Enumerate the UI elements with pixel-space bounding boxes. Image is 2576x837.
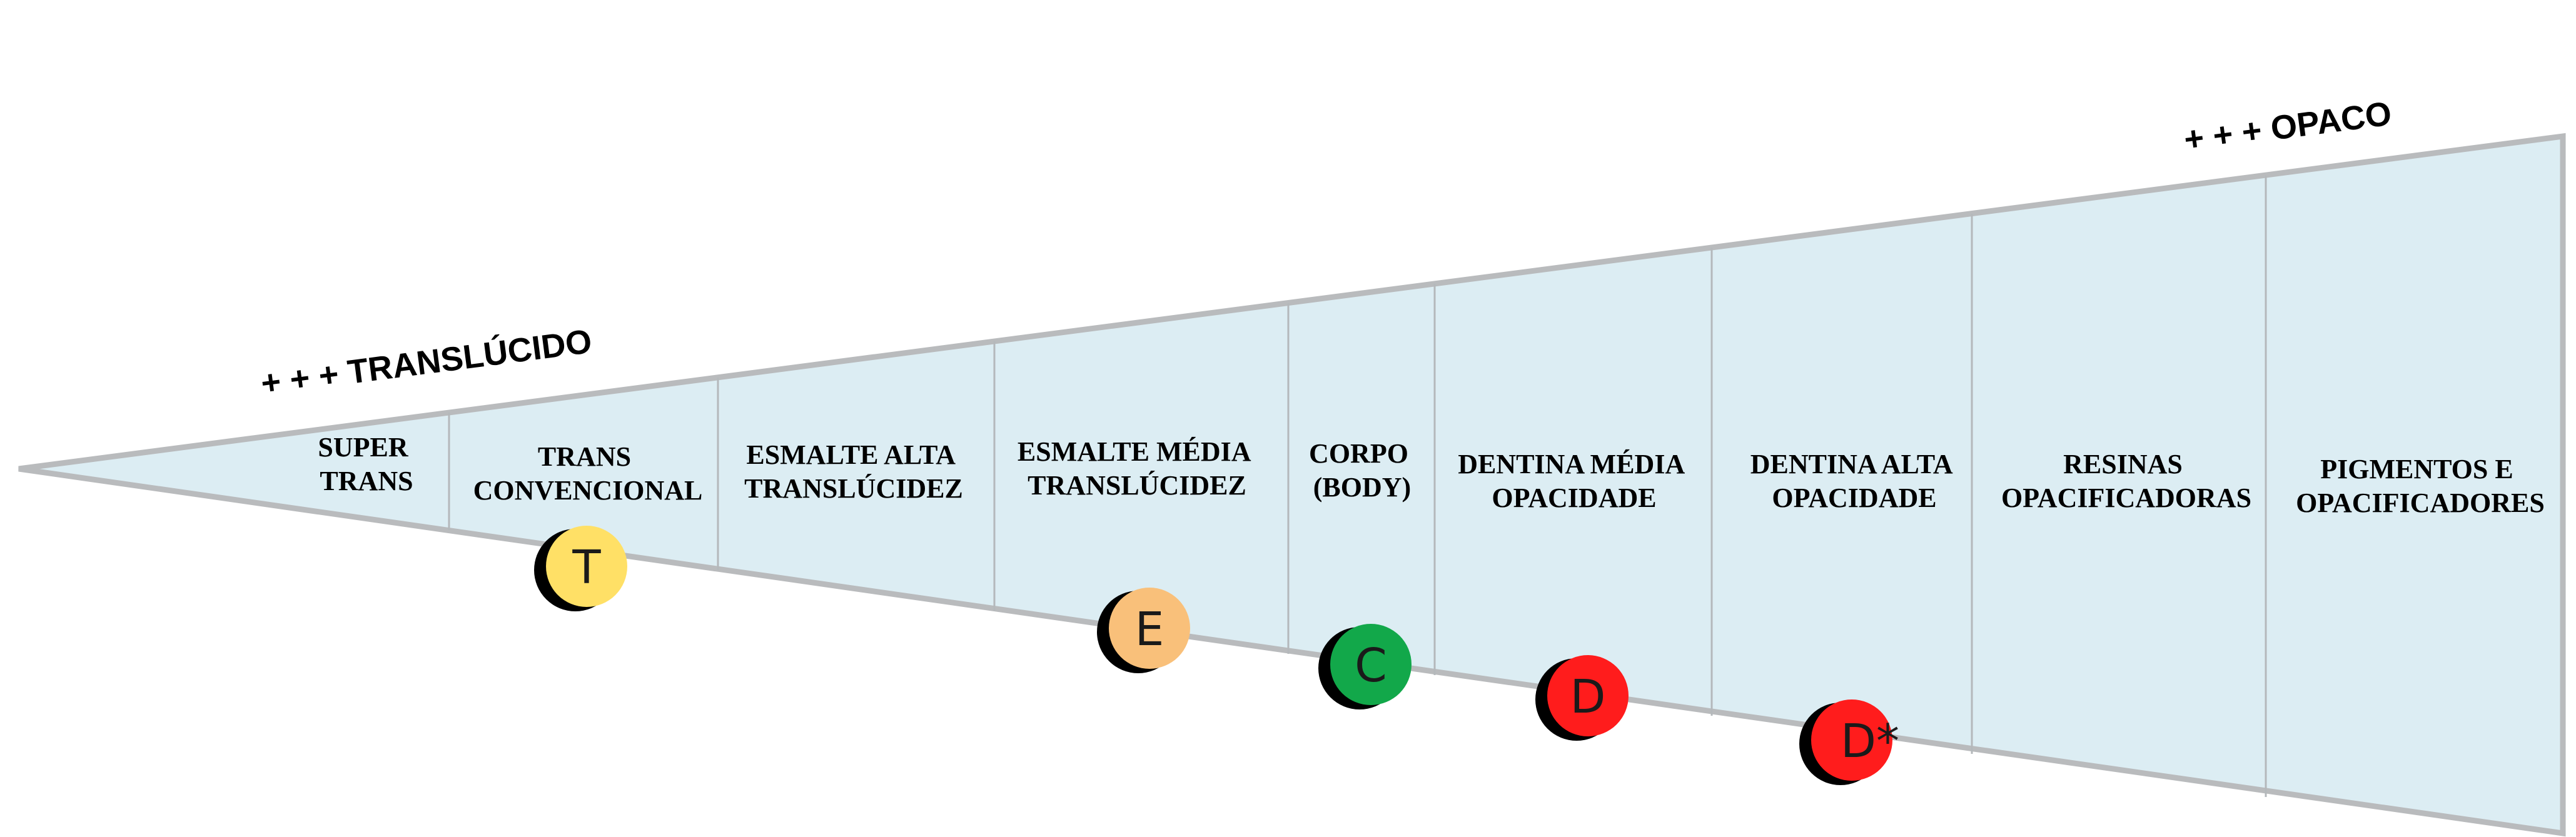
- segment-labels: SUPER TRANS TRANS CONVENCIONAL ESMALTE A…: [318, 432, 2544, 518]
- layer-markers: T E C D D*: [534, 526, 1899, 785]
- segment-label-corpo: CORPO (BODY): [1309, 438, 1415, 503]
- marker-t-circle: [546, 526, 627, 607]
- marker-d-circle: [1547, 655, 1629, 736]
- marker-e-circle: [1109, 588, 1190, 669]
- segment-label-resinas: RESINAS OPACIFICADORAS: [2001, 449, 2251, 513]
- segment-label-esmalte-alta: ESMALTE ALTA TRANSLÚCIDEZ: [744, 439, 963, 504]
- marker-c-letter: C: [1355, 639, 1387, 693]
- marker-d: D: [1535, 655, 1629, 741]
- segment-label-pigmentos: PIGMENTOS E OPACIFICADORES: [2296, 454, 2545, 518]
- marker-d-star: D*: [1799, 699, 1899, 785]
- translucent-end-label: + + + TRANSLÚCIDO: [259, 323, 594, 403]
- marker-c: C: [1318, 624, 1412, 709]
- segment-label-esmalte-media: ESMALTE MÉDIA TRANSLÚCIDEZ: [1018, 436, 1256, 501]
- marker-c-circle: [1330, 624, 1412, 705]
- marker-d-star-circle: [1811, 699, 1892, 781]
- marker-e: E: [1097, 588, 1190, 673]
- marker-d-star-letter: D*: [1841, 714, 1899, 768]
- segment-label-dentina-alta: DENTINA ALTA OPACIDADE: [1750, 449, 1959, 513]
- segment-label-super-trans: SUPER TRANS: [318, 432, 415, 496]
- marker-t: T: [534, 526, 627, 611]
- marker-e-letter: E: [1135, 603, 1164, 656]
- opaque-end-label: + + + OPACO: [2182, 94, 2394, 158]
- translucency-wedge: [18, 133, 2566, 837]
- marker-d-letter: D: [1570, 670, 1606, 724]
- marker-t-letter: T: [572, 541, 601, 594]
- segment-label-trans-convencional: TRANS CONVENCIONAL: [473, 441, 703, 506]
- segment-dividers: [448, 176, 2267, 797]
- segment-label-dentina-media: DENTINA MÉDIA OPACIDADE: [1458, 449, 1690, 513]
